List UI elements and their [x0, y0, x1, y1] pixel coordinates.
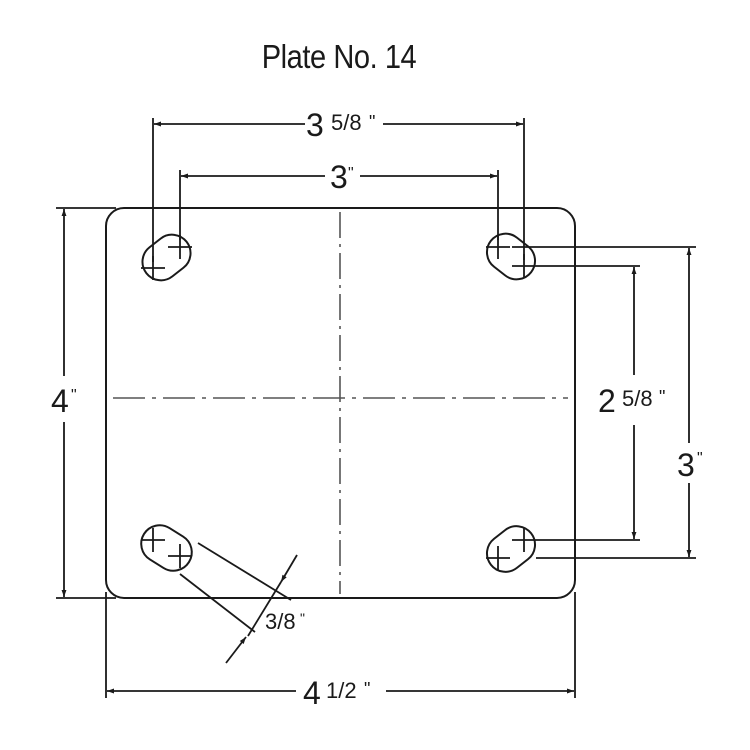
- svg-text:3: 3: [306, 107, 324, 143]
- dimension-label-outer-bolt-height: 3 ": [677, 447, 703, 483]
- dimension-label-inner-bolt-width: 3 ": [330, 159, 354, 195]
- bolt-hole-cross-icon: [141, 528, 192, 568]
- extension-lines: [56, 118, 696, 698]
- slot-top-right: [485, 232, 537, 281]
- svg-text:": ": [659, 387, 665, 407]
- svg-text:": ": [300, 610, 305, 626]
- bolt-hole-cross-icon: [141, 235, 192, 280]
- svg-text:": ": [364, 679, 370, 699]
- diagram-title: Plate No. 14: [261, 38, 417, 75]
- svg-text:4: 4: [303, 675, 321, 711]
- fraction-text: 3/8: [265, 609, 296, 634]
- plate-outline: [105, 207, 576, 599]
- svg-text:4: 4: [51, 383, 69, 419]
- svg-text:": ": [369, 112, 375, 132]
- dimension-label-outer-bolt-width: 3 5/8 ": [306, 107, 375, 143]
- dimension-label-plate-width: 4 1/2 ": [303, 675, 370, 711]
- svg-text:2: 2: [598, 383, 616, 419]
- fraction-text: 1/2: [326, 678, 357, 703]
- bolt-hole-cross-icon: [486, 235, 536, 278]
- dimension-label-plate-height: 4 ": [51, 383, 77, 419]
- bolt-hole-cross-icon: [486, 528, 536, 570]
- svg-text:": ": [348, 165, 354, 182]
- svg-text:3: 3: [677, 447, 695, 483]
- svg-text:": ": [71, 387, 77, 404]
- fraction-text: 5/8: [331, 110, 362, 135]
- slot-bottom-left: [140, 524, 193, 572]
- dimension-label-slot-width: 3/8 ": [265, 609, 305, 634]
- svg-text:": ": [697, 450, 703, 467]
- slot-bottom-right: [485, 525, 537, 573]
- svg-text:3: 3: [330, 159, 348, 195]
- dimension-label-inner-bolt-height: 2 5/8 ": [598, 383, 665, 419]
- dimension-lines: [61, 121, 692, 694]
- slot-top-left: [141, 233, 192, 282]
- centerlines: [113, 212, 568, 594]
- fraction-text: 5/8: [622, 386, 653, 411]
